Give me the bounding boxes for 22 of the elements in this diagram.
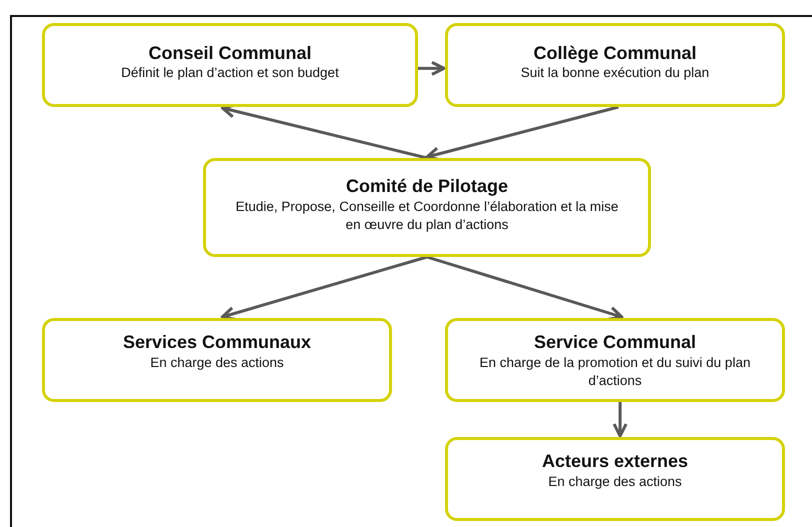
box-description: Définit le plan d’action et son budget (121, 64, 339, 82)
box-title: Acteurs externes (542, 450, 688, 472)
box-description: En charge des actions (150, 354, 284, 372)
arrow (220, 256, 428, 321)
process-box (445, 23, 785, 107)
box-description: Etudie, Propose, Conseille et Coordonne l’élaboration et la mise en œuvre du plan d’actions (234, 198, 620, 234)
process-box (203, 158, 651, 257)
box-description: En charge de la promotion et du suivi du plan d’actions (478, 354, 752, 390)
box-description: Suit la bonne exécution du plan (520, 64, 710, 82)
arrow (612, 402, 628, 438)
box-title: Comité de Pilotage (346, 175, 508, 198)
process-box (42, 23, 418, 107)
box-title: Services Communaux (122, 331, 312, 354)
process-box (42, 318, 392, 402)
process-box (445, 437, 785, 521)
box-title: Collège Communal (533, 42, 697, 64)
arrow (418, 60, 446, 76)
box-description: En charge des actions (548, 472, 682, 491)
arrow (426, 256, 624, 321)
box-title: Service Communal (534, 331, 696, 354)
process-box (445, 318, 785, 402)
box-title: Conseil Communal (148, 42, 312, 64)
